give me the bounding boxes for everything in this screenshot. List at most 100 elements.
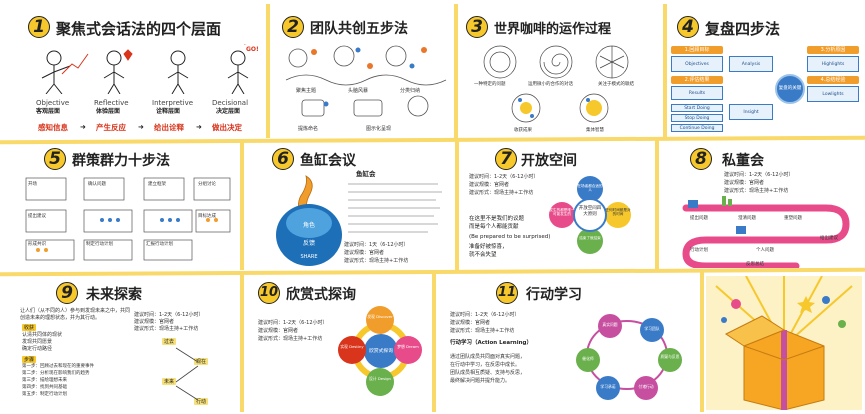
strategy-box: 分组讨论 [198, 182, 216, 187]
panel-title: 欣赏式探询 [286, 287, 356, 303]
meeting-size: 建议规模：官网者 [724, 180, 765, 186]
strategy-box: 确认问题 [88, 182, 106, 187]
gift-box-image [715, 276, 853, 410]
principle-petal [577, 176, 603, 202]
board-stage: 个人问题 [756, 248, 774, 253]
flow-box: 行动 [194, 398, 209, 405]
panel-world-cafe: 3 世界咖啡的运作过程 一种特定的问题 运用微小的合作的对话 关注于模式的联结 … [458, 4, 662, 138]
meeting-size: 建议规模：官网者 [258, 328, 299, 334]
action-bubble-label: 学习承诺 [600, 384, 616, 389]
flow-step: 产生反应 [96, 123, 126, 132]
divider-col [266, 4, 270, 138]
meeting-time: 建议时间：1-2天（6-12小时） [469, 174, 539, 180]
flow-step: 感知信息 [38, 123, 68, 132]
board-stage: 提出问题 [690, 216, 708, 221]
action-bubble-label: 催化师 [582, 356, 594, 361]
strategy-box: 开场 [28, 182, 37, 187]
panel-title: 鱼缸会议 [300, 153, 356, 169]
principle-petal [549, 202, 575, 228]
level-en: Reflective [94, 99, 129, 107]
panel-title: 开放空间 [521, 153, 577, 169]
level-en: Decisional [212, 99, 249, 107]
inquiry-node-label: 发现 Discover [367, 314, 393, 319]
action-bubble-label: 付诸行动 [638, 384, 654, 389]
panel-private-board: 8 私董会 建议时间：1-2天（6-12小时） 建议规模：官网者 建议形式：现场… [660, 142, 862, 270]
arrow-icon: ➜ [80, 123, 86, 131]
step-item: 第三步：描绘理想未来 [22, 378, 67, 383]
action-bubble-label: 学习团队 [644, 326, 660, 331]
review-box: Objectives [671, 56, 723, 72]
flow-box: 未来 [162, 378, 177, 385]
future-intro: 让人们（从不同的人）参与到发现未来之中，共同 [20, 308, 131, 314]
action-bubble [596, 376, 620, 400]
panel-open-space: 7 开放空间 建议时间：1-2天（6-12小时） 建议规模：官网者 建议形式：现… [459, 142, 653, 270]
board-stage: 行动计划 [690, 248, 708, 253]
meeting-time: 建议时间：1-2天（6-12小时） [258, 320, 328, 326]
panel-number: 11 [496, 282, 518, 304]
inquiry-node [366, 306, 394, 334]
action-desc: 通过团队成员共同面对真实问题， [450, 354, 526, 360]
review-box: Start Doing [671, 104, 723, 112]
strategy-box: 制定行动计划 [86, 242, 113, 247]
step-item: 第二步：分析现在影响我们的趋势 [22, 371, 90, 376]
panel-title: 未来探索 [86, 287, 142, 303]
cafe-label: 一种特定的问题 [474, 82, 506, 87]
principle-label: 发生的都是唯一可能发生的 [549, 208, 575, 217]
principle-petal [577, 228, 603, 254]
divider-col [663, 4, 667, 138]
review-box: Insight [729, 104, 773, 120]
meeting-form: 建议形式：现场主持+工作坊 [469, 190, 534, 196]
fishbowl-inner [286, 208, 332, 238]
panel-team-cocreation: 2 团队共创五步法 聚焦主题 头脑风暴 分类归纳 提炼命名 图示化呈现 [270, 4, 454, 138]
step-label: 图示化呈现 [366, 126, 392, 132]
gift-illustration [706, 276, 862, 410]
panel-title: 复盘四步法 [705, 20, 781, 38]
panel-number: 5 [44, 148, 66, 170]
review-step: 3.分析原因 [807, 46, 859, 54]
inquiry-node-label: 梦想 Dream [397, 344, 419, 349]
principle-center-label: 开放空间四大原则 [578, 206, 602, 217]
action-bubble-label: 真实问题 [602, 322, 618, 327]
goal-item: 认清共同体的现状 [22, 332, 63, 338]
meeting-time: 建议时间：1-2天（6-12小时） [134, 312, 204, 318]
panel-number: 10 [258, 282, 280, 304]
level-cn: 客观层面 [36, 108, 61, 115]
board-stage: 澄清问题 [738, 216, 756, 221]
review-box: Highlights [807, 56, 859, 72]
panel-title: 聚焦式会话法的四个层面 [56, 20, 222, 38]
board-stage: 给出建议 [820, 236, 838, 241]
open-space-desc: 而是每个人都能贡献 [469, 224, 519, 230]
fishbowl-text-lines [348, 183, 442, 233]
action-desc: 在行动中学习，在反思中成长。 [450, 362, 521, 368]
panel-fishbowl: 6 鱼缸会议 角色 反馈 SHARE 鱼缸会 建议时间：1天（6-12小时） 建… [244, 142, 454, 270]
panel-number: 1 [28, 16, 50, 38]
panel-action-learning: 11 行动学习 建议时间：1-2天（6-12小时） 建议规模：官网者 建议形式：… [436, 274, 698, 412]
level-cn: 体验层面 [96, 108, 121, 115]
divider-col [432, 272, 436, 412]
cafe-label: 运用微小的合作的对话 [528, 82, 573, 87]
open-space-desc: 在这里不是我们的议题 [469, 216, 525, 222]
principle-petal [605, 202, 631, 228]
panel-title: 行动学习 [526, 287, 582, 303]
panel-appreciative-inquiry: 10 欣赏式探询 建议时间：1-2天（6-12小时） 建议规模：官网者 建议形式… [244, 274, 430, 412]
review-center [775, 74, 805, 104]
step-label: 提炼命名 [298, 126, 319, 132]
inquiry-node [394, 336, 422, 364]
board-path [682, 196, 850, 268]
flow-arrows [175, 347, 199, 401]
panel-future-search: 9 未来探索 让人们（从不同的人）参与到发现未来之中，共同 创造未来的理想状态，… [4, 274, 238, 412]
inquiry-center [364, 334, 398, 368]
arrow-icon: ➜ [196, 123, 202, 131]
fishbowl-ring-label: 角色 [302, 222, 315, 229]
goal-item: 确定行动路径 [22, 346, 53, 352]
meeting-size: 建议规模：官网者 [469, 182, 510, 188]
meeting-form: 建议形式：现场主持+工作坊 [450, 328, 515, 334]
panel-review: 4 复盘四步法 1.回顾目标 Objectives 2.评估结果 Results… [667, 4, 863, 138]
meeting-size: 建议规模：官网者 [344, 250, 385, 256]
open-space-desc: 准备好被惊喜， [469, 244, 508, 250]
step-label: 头脑风暴 [348, 88, 369, 94]
action-sub: 行动学习（Action Learning） [450, 340, 532, 346]
step-item: 第五步：制定行动计划 [22, 392, 67, 397]
level-cn: 决定层面 [216, 108, 241, 115]
